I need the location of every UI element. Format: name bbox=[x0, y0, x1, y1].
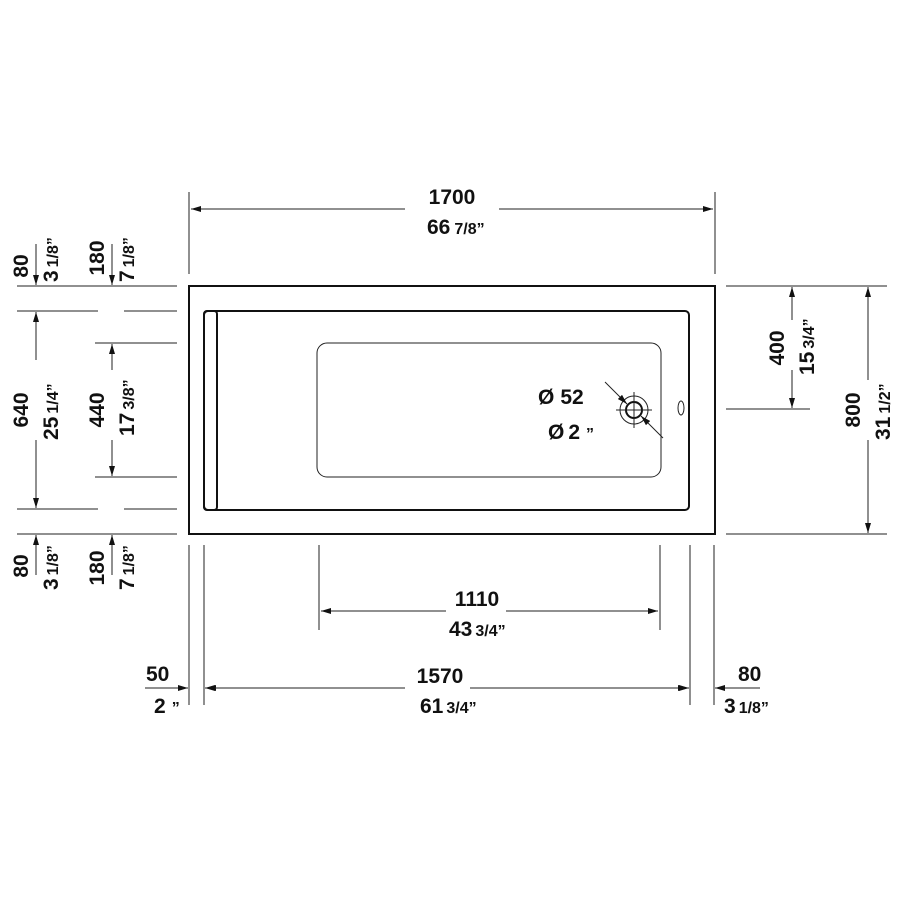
svg-text:31/8”: 31/8” bbox=[40, 545, 63, 590]
svg-text:1110: 1110 bbox=[455, 588, 499, 611]
svg-text:311/2”: 311/2” bbox=[872, 383, 895, 440]
dim-rim-top-left: 80 31/8” bbox=[10, 237, 63, 285]
dim-left-rim: 50 2” bbox=[145, 663, 230, 718]
svg-text:80: 80 bbox=[738, 663, 761, 686]
dim-rim-top-right: 180 71/8” bbox=[86, 237, 139, 285]
svg-text:180: 180 bbox=[86, 240, 109, 275]
svg-text:Ø52: Ø52 bbox=[538, 386, 584, 409]
svg-text:31/8”: 31/8” bbox=[40, 237, 63, 282]
svg-text:31/8”: 31/8” bbox=[724, 695, 769, 718]
svg-text:71/8”: 71/8” bbox=[116, 545, 139, 590]
dim-rim-bottom-left: 80 31/8” bbox=[10, 535, 63, 590]
dim-drain-offset: 400 153/4” bbox=[766, 287, 819, 408]
diameter-symbol-icon: Ø bbox=[538, 386, 554, 409]
svg-text:800: 800 bbox=[842, 392, 865, 427]
right-reference-lines bbox=[726, 285, 887, 535]
overall-length-mm: 1700 bbox=[429, 186, 476, 209]
tub-outline bbox=[188, 285, 716, 535]
svg-text:50: 50 bbox=[146, 663, 169, 686]
bottom-reference-lines bbox=[188, 545, 715, 705]
svg-text:180: 180 bbox=[86, 550, 109, 585]
svg-text:640: 640 bbox=[10, 392, 33, 427]
dim-basin-width: 440 173/8” bbox=[86, 344, 139, 476]
tub-outer-edge bbox=[188, 285, 716, 535]
svg-text:440: 440 bbox=[86, 392, 109, 427]
svg-text:1570: 1570 bbox=[417, 665, 464, 688]
dim-inner-width: 640 251/4” bbox=[10, 312, 63, 508]
headrest bbox=[203, 310, 218, 511]
svg-text:613/4”: 613/4” bbox=[420, 695, 477, 718]
svg-text:251/4”: 251/4” bbox=[40, 383, 63, 440]
svg-text:80: 80 bbox=[10, 254, 33, 277]
dim-overall-width: 800 311/2” bbox=[842, 287, 895, 533]
svg-text:80: 80 bbox=[10, 554, 33, 577]
diameter-symbol-icon: Ø bbox=[548, 421, 564, 444]
svg-text:153/4”: 153/4” bbox=[796, 318, 819, 375]
left-reference-lines bbox=[17, 285, 177, 535]
svg-text:71/8”: 71/8” bbox=[116, 237, 139, 282]
svg-text:173/8”: 173/8” bbox=[116, 379, 139, 436]
drain-icon bbox=[604, 381, 664, 439]
overflow-icon bbox=[677, 400, 685, 416]
tub-basin bbox=[316, 342, 662, 478]
svg-text:400: 400 bbox=[766, 330, 789, 365]
dim-rim-bottom-right: 180 71/8” bbox=[86, 535, 139, 590]
svg-text:Ø2”: Ø2” bbox=[548, 421, 594, 444]
svg-text:433/4”: 433/4” bbox=[449, 618, 506, 641]
svg-text:2”: 2” bbox=[154, 695, 180, 718]
